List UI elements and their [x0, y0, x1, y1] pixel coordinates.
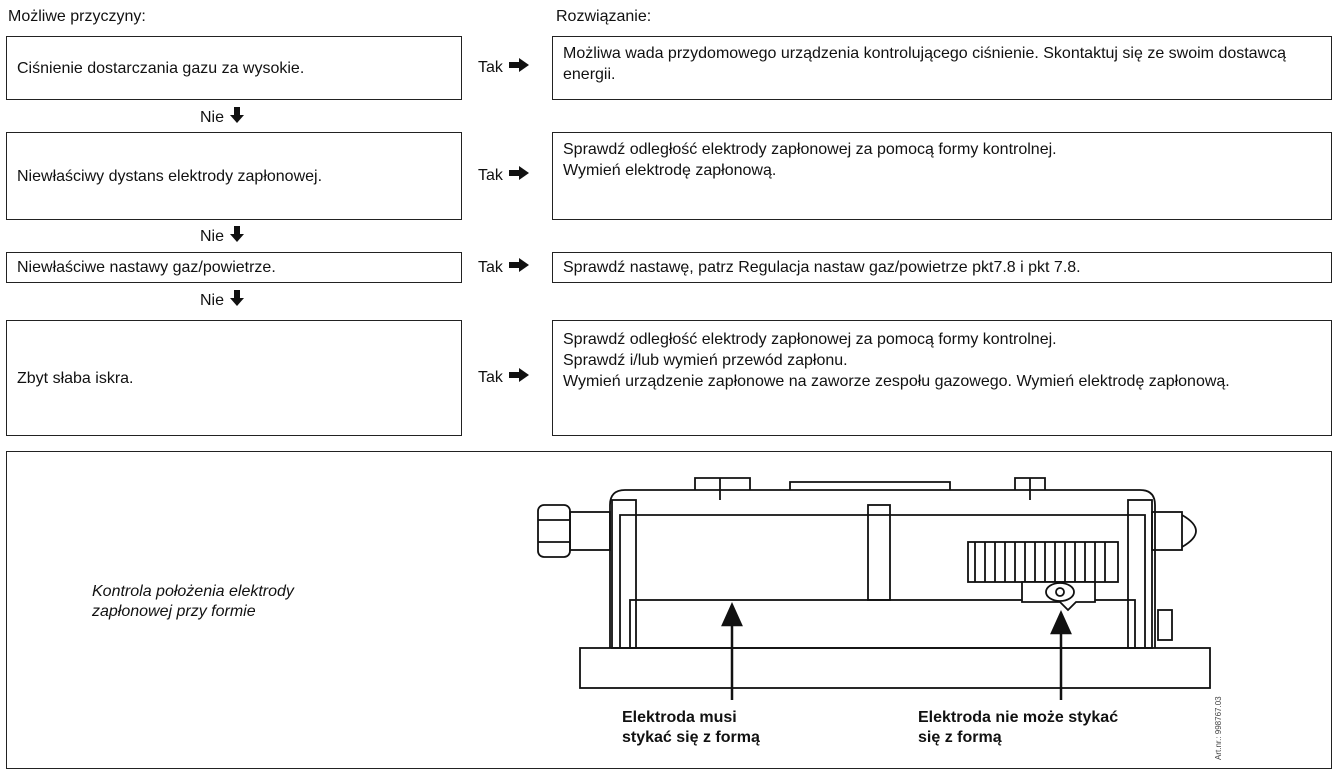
solution-line: Możliwa wada przydomowego urządzenia kon… [563, 45, 1287, 83]
no-label: Nie [200, 227, 225, 245]
solution-box-1: Możliwa wada przydomowego urządzenia kon… [552, 36, 1332, 100]
yes-label: Tak [478, 166, 503, 184]
figure-caption: Kontrola położenia elektrody zapłonowej … [92, 582, 294, 622]
label-line: się z formą [918, 729, 1002, 746]
yes-connector: Tak [478, 258, 529, 277]
cause-text: Ciśnienie dostarczania gazu za wysokie. [17, 59, 305, 77]
no-label: Nie [200, 108, 225, 126]
solution-line: Sprawdź odległość elektrody zapłonowej z… [563, 141, 1057, 158]
arrow-right-icon [508, 258, 529, 277]
yes-label: Tak [478, 368, 503, 386]
solution-line: Wymień elektrodę zapłonową. [563, 162, 777, 179]
no-connector: Nie [200, 226, 245, 247]
no-label: Nie [200, 291, 225, 309]
solution-line: Sprawdź odległość elektrody zapłonowej z… [563, 331, 1057, 348]
cause-text: Niewłaściwy dystans elektrody zapłonowej… [17, 167, 323, 185]
gas-nut-left [537, 504, 571, 558]
causes-header: Możliwe przyczyny: [8, 8, 146, 25]
arrow-up-icon [721, 601, 743, 627]
yes-connector: Tak [478, 58, 529, 77]
solution-line: Sprawdź nastawę, patrz Regulacja nastaw … [563, 259, 1081, 276]
cause-box-4: Zbyt słaba iskra. [6, 320, 462, 436]
arrow-down-icon [230, 290, 245, 311]
yes-connector: Tak [478, 166, 529, 185]
label-line: Elektroda nie może stykać [918, 709, 1119, 726]
label-must-not-touch: Elektroda nie może stykać się z formą [918, 708, 1118, 748]
arrow-up-icon [1050, 609, 1072, 635]
cause-box-2: Niewłaściwy dystans elektrody zapłonowej… [6, 132, 462, 220]
solution-box-4: Sprawdź odległość elektrody zapłonowej z… [552, 320, 1332, 436]
label-line: stykać się z formą [622, 729, 760, 746]
arrow-right-icon [508, 368, 529, 387]
label-line: Elektroda musi [622, 709, 737, 726]
electrode-form-drawing [537, 477, 1211, 700]
caption-line: Kontrola położenia elektrody [92, 583, 294, 600]
yes-connector: Tak [478, 368, 529, 387]
form-base [579, 647, 1211, 689]
solution-box-3: Sprawdź nastawę, patrz Regulacja nastaw … [552, 252, 1332, 283]
no-connector: Nie [200, 107, 245, 128]
figure-panel [6, 451, 1332, 769]
art-number: Art.nr.: 998767.03 [1214, 696, 1223, 760]
solution-line: Sprawdź i/lub wymień przewód zapłonu. [563, 352, 848, 369]
arrow-right-icon [508, 58, 529, 77]
arrow-right-icon [508, 166, 529, 185]
solution-header: Rozwiązanie: [556, 8, 652, 25]
cause-text: Zbyt słaba iskra. [17, 369, 134, 387]
caption-line: zapłonowej przy formie [92, 603, 256, 620]
cause-box-3: Niewłaściwe nastawy gaz/powietrze. [6, 252, 462, 283]
solution-line: Wymień urządzenie zapłonowe na zaworze z… [563, 373, 1230, 390]
solution-box-2: Sprawdź odległość elektrody zapłonowej z… [552, 132, 1332, 220]
label-must-touch: Elektroda musi stykać się z formą [622, 708, 760, 748]
arrow-down-icon [230, 226, 245, 247]
yes-label: Tak [478, 258, 503, 276]
yes-label: Tak [478, 58, 503, 76]
no-connector: Nie [200, 290, 245, 311]
burner-body [609, 489, 1156, 648]
arrow-down-icon [230, 107, 245, 128]
cause-text: Niewłaściwe nastawy gaz/powietrze. [17, 259, 276, 276]
cause-box-1: Ciśnienie dostarczania gazu za wysokie. [6, 36, 462, 100]
